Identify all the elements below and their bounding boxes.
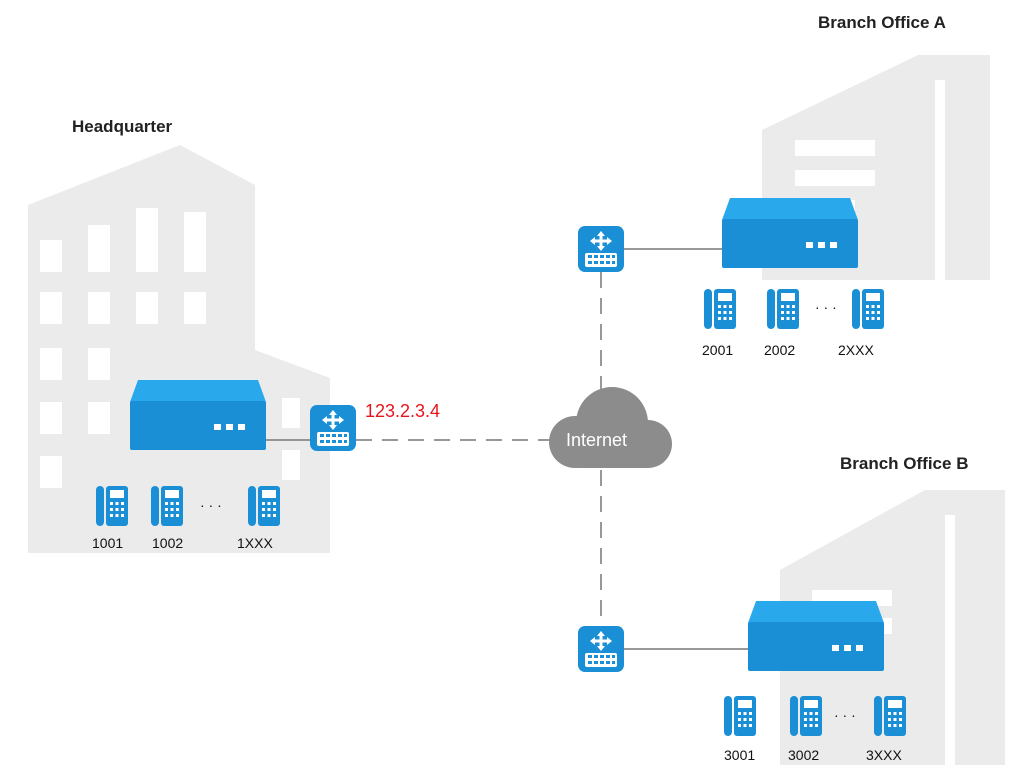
headquarter-public-ip: 123.2.3.4 [365,401,440,421]
ip-phone-icon [704,289,736,329]
router-icon [578,626,624,672]
ip-phone-icon [151,486,183,526]
ip-phone-icon [790,696,822,736]
phone-dots: · · · [834,707,856,723]
router-icon [310,405,356,451]
ip-pbx-icon [722,198,858,268]
extension-label: 2002 [764,342,795,358]
extension-label: 3002 [788,747,819,763]
phone-dots: · · · [200,497,222,513]
internet-label: Internet [566,430,627,450]
extension-label: 2XXX [838,342,874,358]
cloud-icon [549,387,672,468]
ip-phone-icon [767,289,799,329]
extension-label: 3XXX [866,747,902,763]
ip-phone-icon [96,486,128,526]
ip-phone-icon [852,289,884,329]
extension-label: 1001 [92,535,123,551]
extension-label: 3001 [724,747,755,763]
ip-phone-icon [724,696,756,736]
branch-a-title: Branch Office A [818,13,946,32]
ip-pbx-icon [130,380,266,450]
network-links [266,248,748,650]
phone-dots: · · · [815,299,837,315]
extension-label: 2001 [702,342,733,358]
ip-phone-icon [874,696,906,736]
building-icon [28,145,330,553]
headquarter-title: Headquarter [72,117,173,136]
extension-label: 1002 [152,535,183,551]
extension-label: 1XXX [237,535,273,551]
router-icon [578,226,624,272]
ip-pbx-icon [748,601,884,671]
branch-b-title: Branch Office B [840,454,968,473]
ip-phone-icon [248,486,280,526]
